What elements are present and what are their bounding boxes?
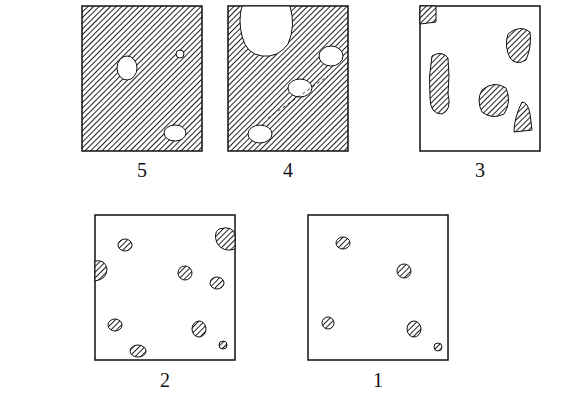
figure-number: 4: [283, 160, 293, 180]
figure-number: 2: [160, 370, 170, 390]
figure-number: 1: [373, 370, 383, 390]
square-5: [82, 6, 202, 151]
figure-number: 3: [475, 160, 485, 180]
square-1: [308, 215, 448, 360]
square-4: [228, 6, 348, 151]
square-3: [420, 6, 540, 151]
figure-number: 5: [137, 160, 147, 180]
square-2: [95, 215, 235, 360]
